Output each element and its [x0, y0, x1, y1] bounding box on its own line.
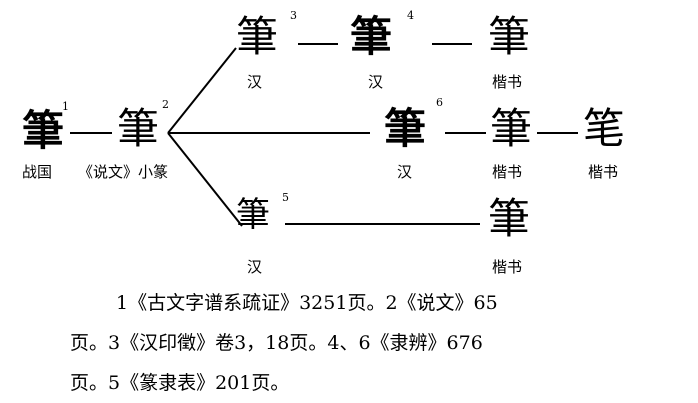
- source-notes: 1《古文字谱系疏证》3251页。2《说文》65 页。3《汉印徵》卷3，18页。4…: [70, 283, 670, 403]
- glyph-han-4: 筆: [350, 12, 393, 61]
- note-line-3: 页。5《篆隶表》201页。: [70, 372, 290, 394]
- label-kaishu-top: 楷书: [492, 73, 523, 91]
- footnote-num-4: 4: [407, 9, 414, 22]
- footnote-num-2: 2: [162, 98, 169, 111]
- glyph-han-seal-3: 筆: [236, 12, 278, 61]
- glyph-han-6: 筆: [384, 104, 427, 153]
- footnote-num-6: 6: [436, 96, 443, 109]
- note-line-2: 页。3《汉印徵》卷3，18页。4、6《隶辨》676: [70, 332, 483, 354]
- glyph-zhanguo: 筆: [22, 106, 65, 155]
- label-kaishu-simplified: 楷书: [588, 163, 619, 181]
- label-han-5: 汉: [247, 258, 263, 276]
- branch-lower: [167, 132, 243, 227]
- footnote-num-5: 5: [282, 191, 289, 204]
- label-shuowen: 《说文》小篆: [78, 163, 169, 181]
- glyph-kaishu-simplified: 笔: [583, 104, 626, 153]
- label-kaishu-mid: 楷书: [492, 163, 523, 181]
- note-line-1: 1《古文字谱系疏证》3251页。2《说文》65: [116, 292, 498, 314]
- glyph-kaishu-top: 筆: [488, 12, 531, 61]
- glyph-kaishu-mid: 筆: [490, 104, 533, 153]
- label-han-3: 汉: [247, 73, 263, 91]
- branch-upper: [167, 47, 237, 134]
- footnote-num-3: 3: [290, 9, 297, 22]
- glyph-shuowen-seal: 筆: [117, 104, 159, 153]
- glyph-kaishu-bottom: 筆: [488, 194, 531, 243]
- label-kaishu-bottom: 楷书: [492, 258, 523, 276]
- glyph-han-5: 筆: [236, 195, 270, 235]
- label-han-4: 汉: [368, 73, 384, 91]
- label-han-6: 汉: [397, 163, 413, 181]
- footnote-num-1: 1: [62, 100, 69, 113]
- label-zhanguo: 战国: [22, 163, 53, 181]
